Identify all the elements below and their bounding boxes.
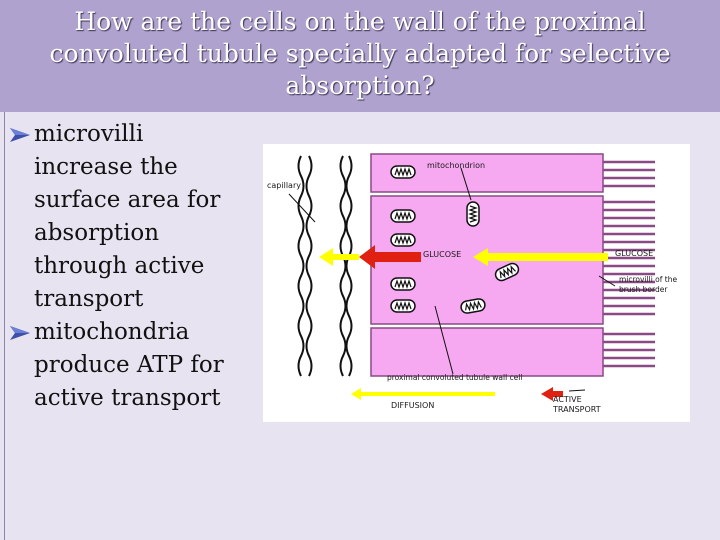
bullet-item-microvilli: microvilli increase the surface area for…	[8, 118, 248, 316]
label-active-line1: ACTIVE	[553, 395, 582, 404]
mitochondrion-icon	[390, 233, 416, 247]
key-active-arrow	[541, 387, 563, 401]
label-glucose-left: GLUCOSE	[423, 250, 461, 259]
bullet-text: microvilli increase the surface area for…	[34, 121, 221, 312]
label-capillary: capillary	[267, 181, 301, 190]
label-active-line2: TRANSPORT	[552, 405, 601, 414]
mitochondrion-icon	[390, 165, 416, 179]
bullet-text: mitochondria produce ATP for active tran…	[34, 319, 224, 411]
arrow-bullet-icon	[10, 326, 30, 340]
capillary-wall-inner	[305, 155, 313, 377]
key-diffusion-arrow	[351, 388, 495, 400]
glucose-carrier-arrow	[359, 245, 421, 269]
microvilli-brush-border	[603, 160, 655, 368]
mitochondrion-icon	[466, 201, 480, 227]
interstitial-wall-outer	[339, 155, 347, 377]
interstitial-wall-inner	[345, 155, 353, 377]
label-microvilli-line1: microvilli of the	[619, 275, 677, 284]
glucose-diffusion-arrow	[319, 248, 359, 266]
label-diffusion: DIFFUSION	[391, 401, 434, 410]
bullet-list: microvilli increase the surface area for…	[8, 118, 248, 415]
label-mitochondrion: mitochondrion	[427, 161, 485, 170]
tubule-cell-bottom	[370, 327, 604, 377]
mitochondrion-icon	[390, 277, 416, 291]
mitochondrion-icon	[390, 299, 416, 313]
arrow-bullet-icon	[10, 128, 30, 142]
left-divider	[4, 112, 5, 540]
pointer-lines	[288, 167, 616, 392]
mitochondrion-icon	[390, 209, 416, 223]
glucose-active-arrow	[473, 248, 608, 266]
capillary-wall-outer	[297, 155, 305, 377]
slide-title: How are the cells on the wall of the pro…	[0, 0, 720, 112]
label-wall-cell: proximal convoluted tubule wall cell	[387, 373, 522, 382]
label-microvilli-line2: brush border	[619, 285, 668, 294]
bullet-item-mitochondria: mitochondria produce ATP for active tran…	[8, 316, 248, 415]
tubule-diagram-svg: capillary mitochondrion GLUCOSE GLUCOSE …	[267, 153, 677, 414]
label-glucose-right: GLUCOSE	[615, 249, 653, 258]
tubule-diagram: capillary mitochondrion GLUCOSE GLUCOSE …	[263, 144, 690, 422]
